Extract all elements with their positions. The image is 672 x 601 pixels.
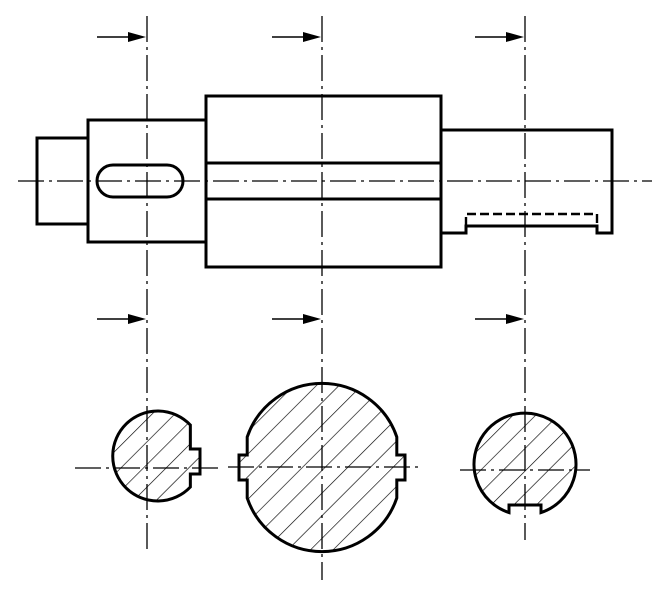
hidden-keyway (464, 212, 599, 226)
section-left-outline (111, 409, 202, 503)
section-left (75, 409, 220, 503)
shaft-main-view (18, 94, 652, 269)
shaft-right-body (441, 128, 614, 235)
section-right (460, 411, 590, 515)
section-views (75, 381, 590, 554)
arrow-top-left (97, 32, 146, 42)
section-right-outline (472, 411, 578, 515)
arrow-bottom-right (475, 314, 524, 324)
section-arrows-bottom (97, 314, 524, 324)
arrow-top-right (475, 32, 524, 42)
section-arrows-top (97, 32, 524, 42)
section-middle-outline (237, 381, 407, 554)
arrow-top-middle (272, 32, 321, 42)
arrow-bottom-middle (272, 314, 321, 324)
arrow-bottom-left (97, 314, 146, 324)
section-middle (228, 381, 418, 554)
